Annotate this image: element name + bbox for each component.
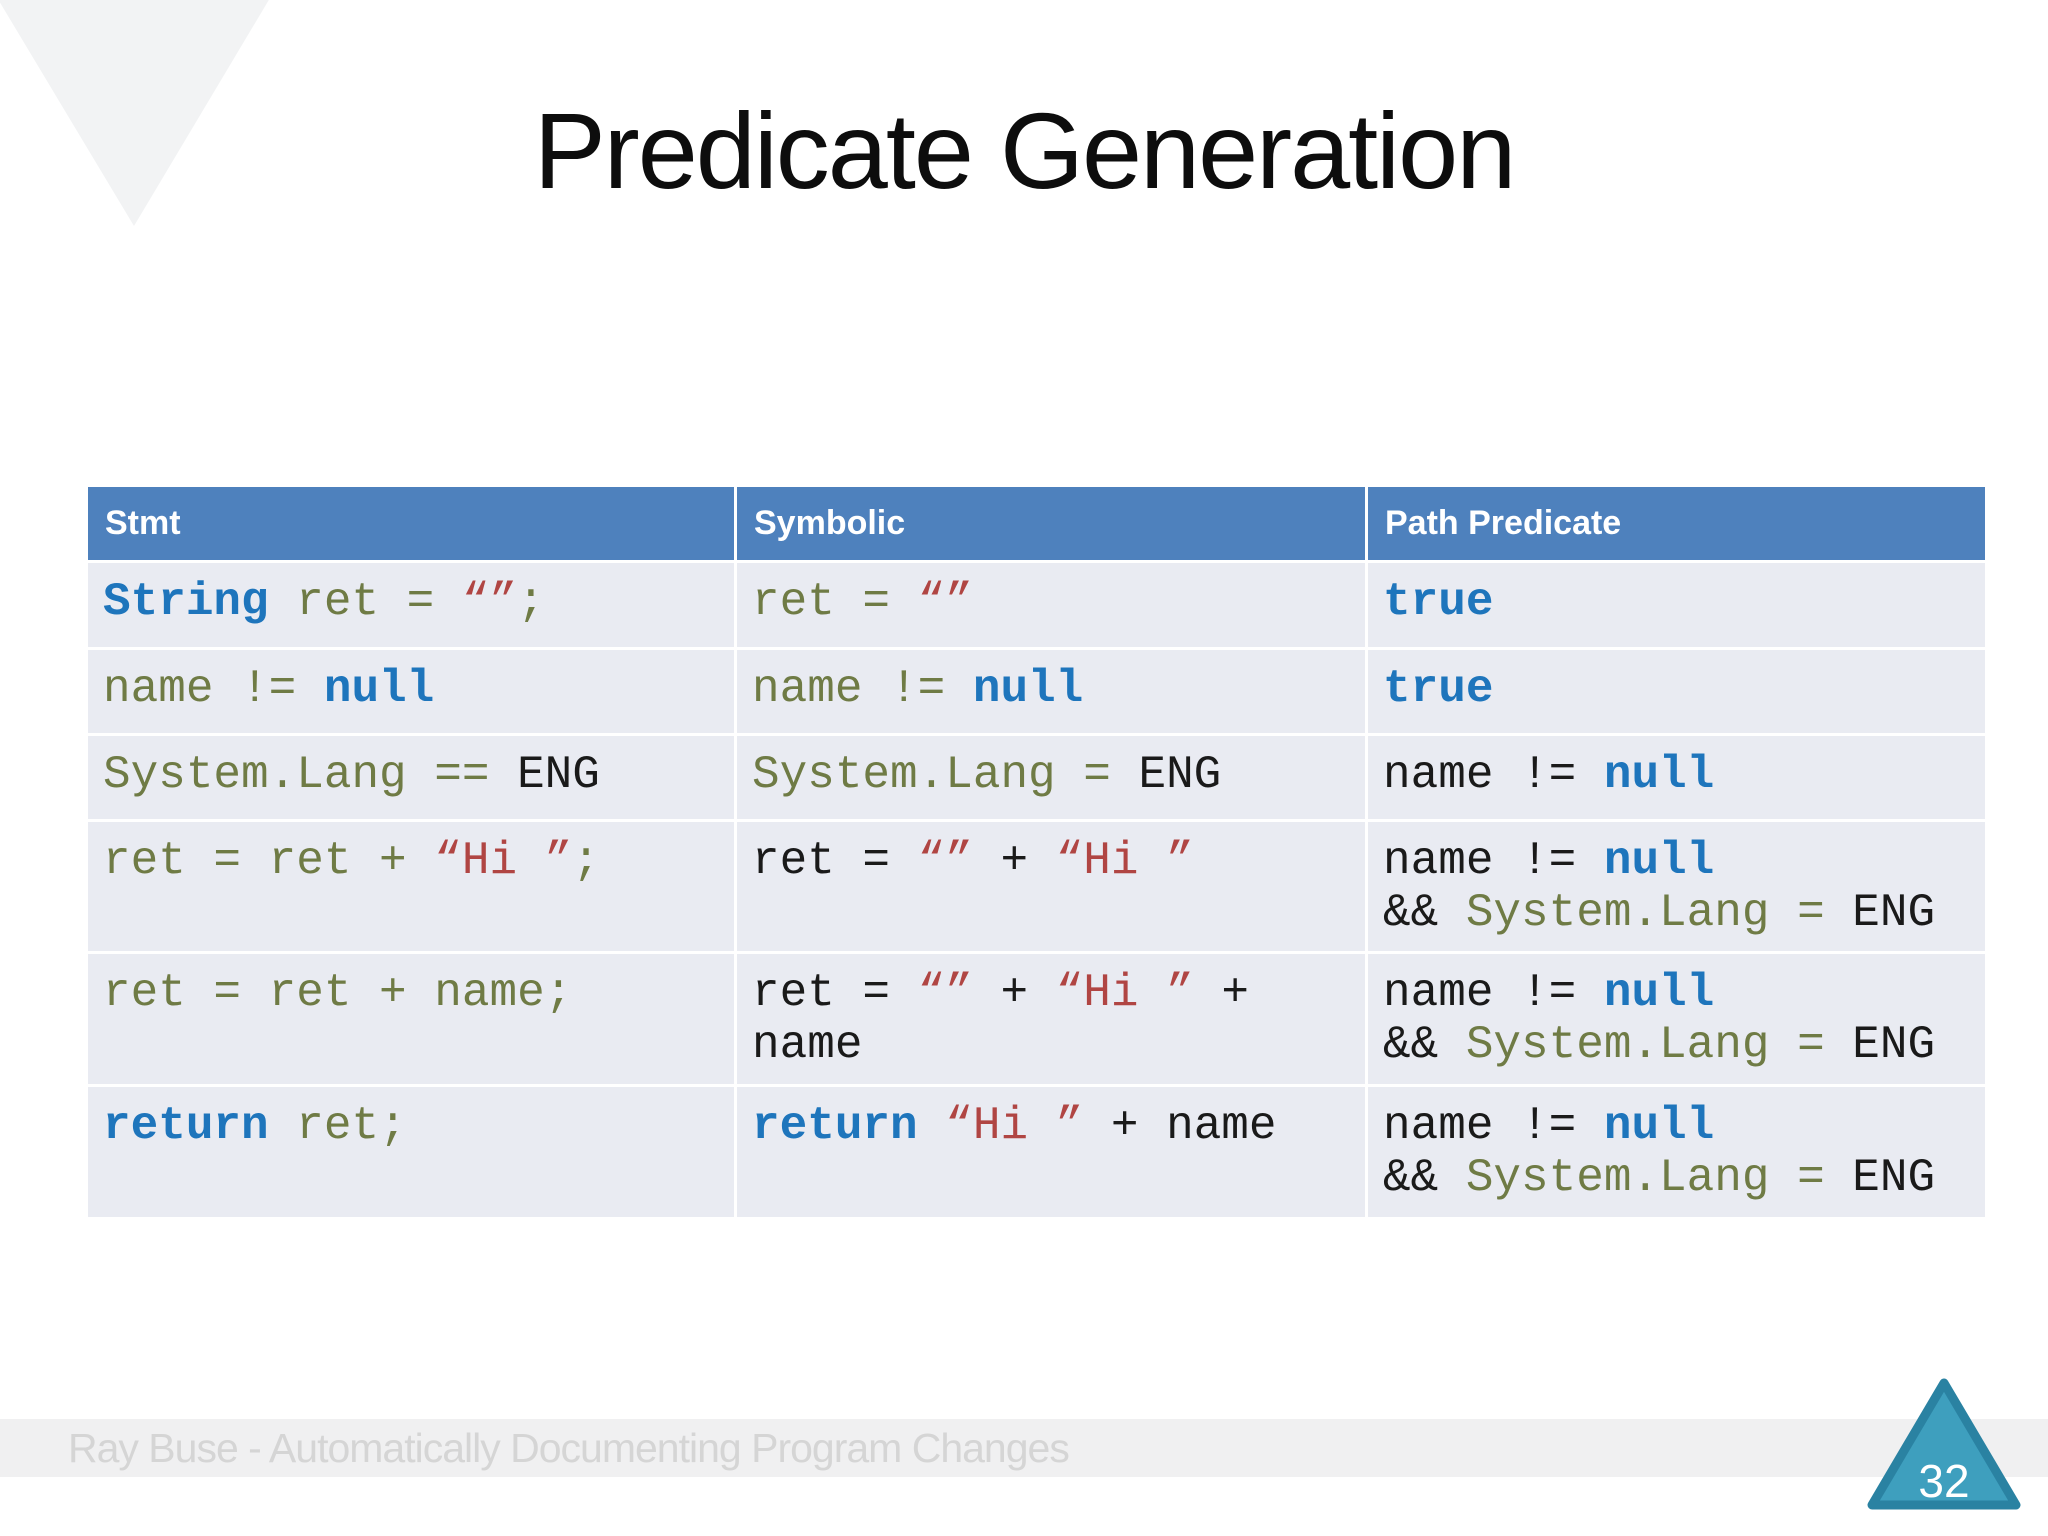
code-token: name != — [1383, 835, 1604, 887]
cell-r6-symbolic: return “Hi ” + name — [737, 1087, 1365, 1217]
code-token: ret = — [752, 576, 918, 628]
code-token: “” — [461, 576, 518, 628]
cell-r3-stmt: System.Lang == ENG — [88, 736, 734, 819]
code-token: return — [752, 1100, 918, 1152]
code-token: System.Lang = — [1465, 1152, 1853, 1204]
code-token: ENG — [1852, 1152, 1936, 1204]
page-number: 32 — [1918, 1455, 1969, 1507]
code-token: ret = ret + — [103, 835, 435, 887]
code-token: name != — [1383, 749, 1604, 801]
code-token: System.Lang = — [752, 749, 1139, 801]
code-token: ret = — [752, 967, 918, 1019]
code-token: ENG — [1852, 1019, 1936, 1071]
code-token: ret = — [268, 576, 462, 628]
code-token: null — [972, 663, 1084, 715]
cell-r4-stmt: ret = ret + “Hi ”; — [88, 822, 734, 951]
cell-r4-predicate: name != null && System.Lang = ENG — [1368, 822, 1985, 951]
code-token: “” — [917, 967, 973, 1019]
column-header-symbolic: Symbolic — [737, 487, 1365, 560]
code-token: return — [103, 1100, 269, 1152]
code-token: “” — [917, 835, 973, 887]
code-token — [918, 1100, 946, 1152]
code-token: “Hi ” — [945, 1100, 1084, 1152]
code-token: name != — [1383, 1100, 1604, 1152]
footer-text: Ray Buse - Automatically Documenting Pro… — [68, 1424, 1070, 1471]
cell-r3-symbolic: System.Lang = ENG — [737, 736, 1365, 819]
cell-r5-symbolic: ret = “” + “Hi ” + name — [737, 954, 1365, 1084]
code-token: “Hi ” — [1055, 967, 1194, 1019]
code-token: null — [323, 663, 435, 715]
code-token: “Hi ” — [434, 835, 573, 887]
cell-r5-predicate: name != null && System.Lang = ENG — [1368, 954, 1985, 1084]
code-token: ret = ret + name; — [103, 967, 573, 1019]
code-token: null — [1603, 967, 1715, 1019]
code-token: “” — [917, 576, 973, 628]
column-header-path-predicate: Path Predicate — [1368, 487, 1985, 560]
code-token: ; — [517, 576, 545, 628]
footer-bar: Ray Buse - Automatically Documenting Pro… — [0, 1419, 2048, 1477]
code-token: true — [1383, 663, 1494, 715]
code-token: name != — [103, 663, 324, 715]
code-token: System.Lang = — [1465, 887, 1853, 939]
code-token: ENG — [1138, 749, 1222, 801]
code-token: String — [103, 576, 269, 628]
cell-r2-symbolic: name != null — [737, 650, 1365, 733]
cell-r1-predicate: true — [1368, 563, 1985, 647]
column-header-stmt: Stmt — [88, 487, 734, 560]
code-token: ret = — [752, 835, 918, 887]
code-token: ENG — [1852, 887, 1936, 939]
cell-r1-stmt: String ret = “”; — [88, 563, 734, 647]
cell-r4-symbolic: ret = “” + “Hi ” — [737, 822, 1365, 951]
code-token: && — [1383, 887, 1439, 939]
cell-r2-stmt: name != null — [88, 650, 734, 733]
code-token: null — [1603, 1100, 1715, 1152]
code-token: + name — [752, 967, 1249, 1071]
cell-r6-stmt: return ret; — [88, 1087, 734, 1217]
code-token: ENG — [517, 749, 600, 801]
page-number-triangle: 32 — [1867, 1378, 2021, 1510]
code-token: && — [1383, 1019, 1439, 1071]
code-token: ; — [572, 835, 600, 887]
code-token: true — [1383, 576, 1494, 628]
cell-r5-stmt: ret = ret + name; — [88, 954, 734, 1084]
predicate-table: Stmt Symbolic Path Predicate String ret … — [88, 487, 1985, 1217]
triangle-shape — [1867, 1378, 2021, 1510]
code-token: + name — [1083, 1100, 1277, 1152]
code-token: name != — [1383, 967, 1604, 1019]
code-token: name != — [752, 663, 973, 715]
code-token: ret; — [268, 1100, 407, 1152]
cell-r1-symbolic: ret = “” — [737, 563, 1365, 647]
code-token: && — [1383, 1152, 1439, 1204]
cell-r3-predicate: name != null — [1368, 736, 1985, 819]
cell-r2-predicate: true — [1368, 650, 1985, 733]
code-token: System.Lang = — [1465, 1019, 1853, 1071]
code-token: “Hi ” — [1055, 835, 1194, 887]
slide-title: Predicate Generation — [533, 90, 1517, 211]
code-token: + — [972, 835, 1056, 887]
code-token: System.Lang == — [103, 749, 518, 801]
cell-r6-predicate: name != null && System.Lang = ENG — [1368, 1087, 1985, 1217]
code-token: null — [1603, 749, 1715, 801]
code-token: null — [1603, 835, 1715, 887]
code-token: + — [972, 967, 1056, 1019]
corner-triangle-decoration — [0, 0, 269, 226]
